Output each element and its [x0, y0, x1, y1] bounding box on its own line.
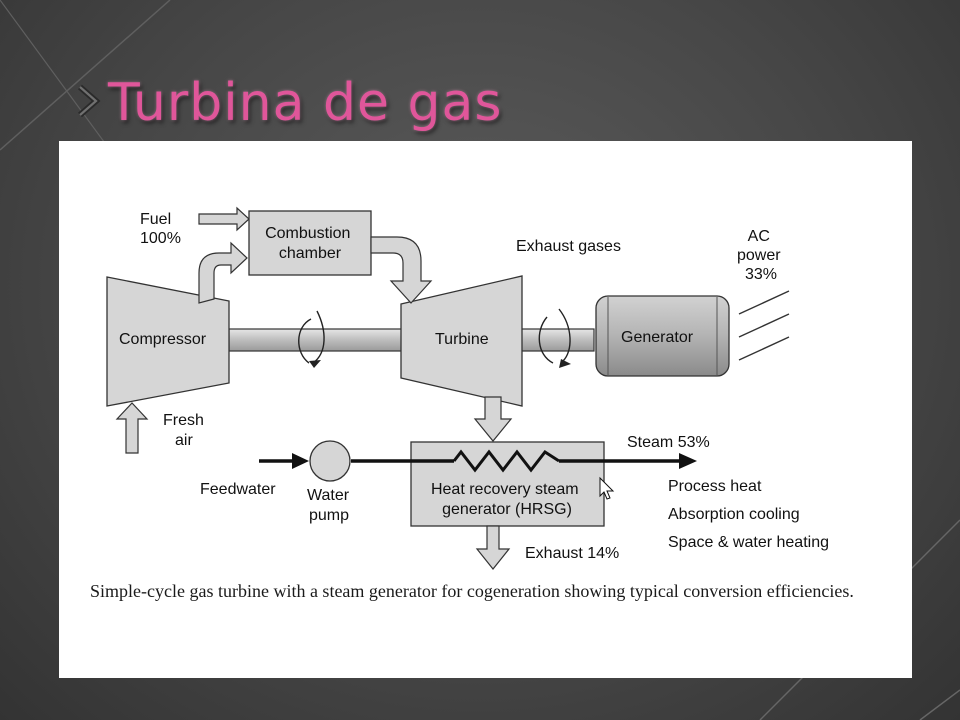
- combustion-label: Combustion chamber: [265, 225, 355, 262]
- figure-caption: Simple-cycle gas turbine with a steam ge…: [90, 581, 854, 601]
- fuel-label-line: Fuel: [140, 211, 171, 228]
- arrowhead: [292, 453, 309, 469]
- power-lines: [738, 290, 790, 361]
- fuel-label: Fuel 100%: [140, 211, 181, 247]
- steam-label: Steam 53%: [627, 434, 710, 451]
- hrsg-label-line: generator (HRSG): [442, 501, 572, 518]
- fresh-air-line: air: [175, 432, 193, 449]
- fresh-air-line: Fresh: [163, 412, 204, 429]
- turbine-label: Turbine: [435, 331, 489, 348]
- fresh-air-label: Fresh air: [163, 412, 208, 449]
- cogeneration-diagram: Compressor Turbine Generator Fuel 100%: [106, 206, 829, 570]
- fuel-label-line: 100%: [140, 230, 181, 247]
- water-pump-line: pump: [309, 507, 349, 524]
- water-pump-label: Water pump: [307, 487, 354, 524]
- heat-use-item: Space & water heating: [668, 534, 829, 551]
- heat-uses-list: Process heat Absorption cooling Space & …: [668, 478, 829, 551]
- chevron-right-icon: [78, 84, 101, 118]
- rotation-arrow: [538, 308, 571, 364]
- combustion-label-line: chamber: [279, 245, 342, 262]
- diagram-figure: Compressor Turbine Generator Fuel 100%: [59, 141, 912, 678]
- ac-power-label: AC power 33%: [737, 228, 785, 283]
- heat-use-item: Absorption cooling: [668, 506, 800, 523]
- generator: [595, 295, 730, 377]
- exhaust-label: Exhaust 14%: [525, 545, 619, 562]
- fresh-air-arrow: [115, 402, 149, 454]
- exhaust-arrow: [475, 525, 511, 570]
- heat-exchanger-coil: [452, 449, 560, 473]
- hrsg-label-line: Heat recovery steam: [431, 481, 579, 498]
- generator-label: Generator: [621, 329, 694, 346]
- turbine-to-hrsg-arrow: [473, 396, 513, 442]
- feedwater-label: Feedwater: [200, 481, 276, 498]
- turbine: [400, 275, 523, 407]
- arrowhead: [559, 359, 571, 368]
- bg-line: [919, 689, 960, 720]
- ac-power-line: AC: [748, 228, 770, 245]
- combustion-chamber: [248, 210, 372, 276]
- ac-power-line: power: [737, 247, 781, 264]
- bg-line: [0, 0, 171, 151]
- fuel-arrow: [198, 206, 250, 232]
- water-pump: [309, 440, 351, 482]
- hrsg: [410, 441, 605, 527]
- water-pump-line: Water: [307, 487, 350, 504]
- ac-power-line: 33%: [745, 266, 777, 283]
- compressor: [106, 276, 230, 407]
- heat-use-item: Process heat: [668, 478, 762, 495]
- combustion-label-line: Combustion: [265, 225, 350, 242]
- slide-title: Turbina de gas: [108, 73, 503, 133]
- air-to-combustion-arrow: [198, 241, 248, 304]
- arrowhead: [679, 453, 697, 469]
- combustion-to-turbine-arrow: [370, 236, 433, 304]
- mouse-cursor-icon: [599, 476, 615, 500]
- compressor-label: Compressor: [119, 331, 207, 348]
- rotation-arrow: [298, 310, 325, 364]
- hrsg-label: Heat recovery steam generator (HRSG): [431, 481, 583, 518]
- arrowhead: [309, 360, 321, 368]
- exhaust-gases-label: Exhaust gases: [516, 238, 621, 255]
